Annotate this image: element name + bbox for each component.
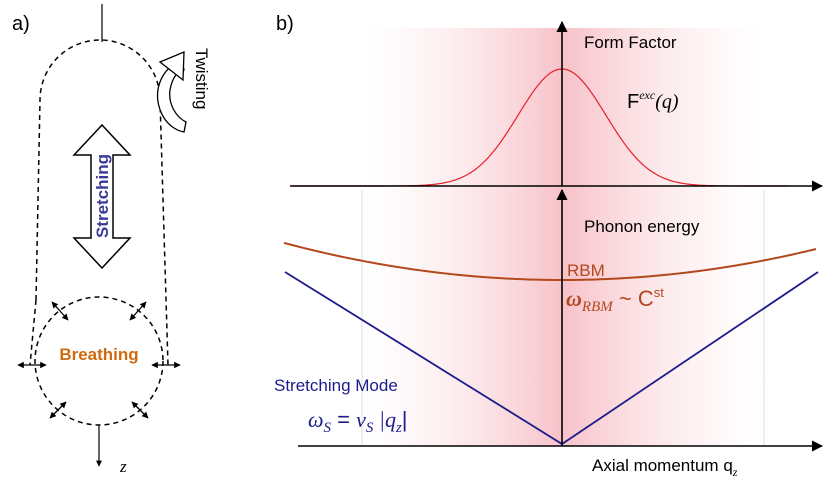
stretching-label: Stretching bbox=[93, 154, 112, 238]
shaded-region bbox=[362, 28, 764, 446]
x-axis-label: Axial momentum qz bbox=[592, 456, 738, 477]
tube-outline-left-lower bbox=[29, 299, 37, 366]
breathing-label: Breathing bbox=[59, 345, 138, 364]
form-factor-formula: Fexc(q) bbox=[627, 88, 679, 113]
panel-a: a) Twisting Stretching Breathing z bbox=[12, 4, 211, 476]
breathing-arrows bbox=[17, 301, 181, 419]
twisting-arrow-icon bbox=[156, 51, 187, 133]
z-axis-label: z bbox=[119, 457, 127, 476]
stretching-mode-formula: ωS = vS |qz| bbox=[308, 407, 408, 436]
panel-b: b) Form Factor Fexc(q) Phonon energy RBM… bbox=[274, 13, 824, 477]
panel-a-label: a) bbox=[12, 13, 30, 35]
breathing-arrow-ll-icon bbox=[49, 401, 67, 419]
rbm-label: RBM bbox=[567, 261, 605, 280]
rbm-curve bbox=[283, 241, 817, 281]
phonon-energy-title: Phonon energy bbox=[584, 217, 700, 236]
form-factor-title: Form Factor bbox=[584, 33, 677, 52]
twisting-label: Twisting bbox=[192, 48, 211, 109]
stretching-mode-label: Stretching Mode bbox=[274, 376, 398, 395]
breathing-arrow-ul-icon bbox=[51, 301, 69, 321]
panel-b-label: b) bbox=[276, 13, 294, 35]
stretching-double-arrow-icon bbox=[72, 123, 132, 270]
breathing-arrow-lr-icon bbox=[131, 401, 149, 419]
rbm-formula: ωRBM ~ Cst bbox=[566, 285, 664, 315]
breathing-arrow-ur-icon bbox=[129, 301, 147, 321]
